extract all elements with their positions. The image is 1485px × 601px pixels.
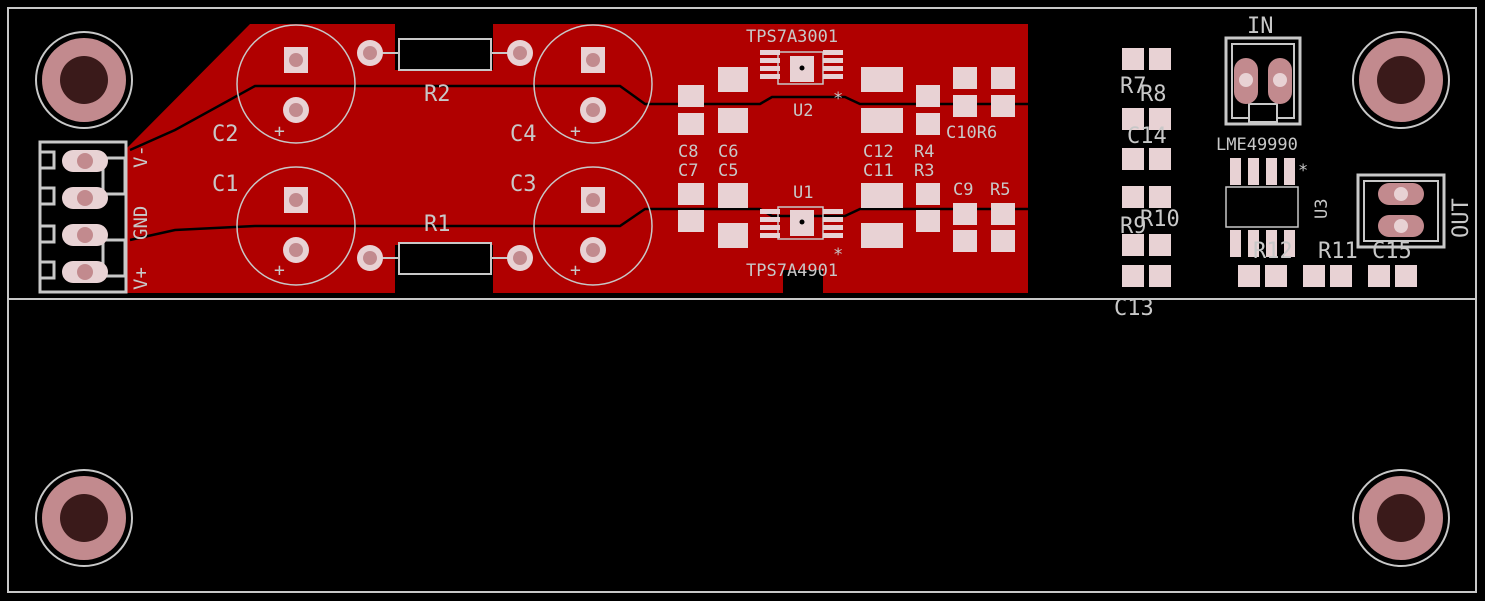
label-c14: C14 [1127, 124, 1167, 149]
label-u3: U3 [1312, 199, 1332, 219]
regulator-u1 [760, 206, 843, 240]
resistor-r1 [357, 242, 533, 275]
smd-pads [678, 48, 1417, 287]
through-hole-resistors [357, 38, 533, 275]
label-tps7a3001: TPS7A3001 [746, 27, 838, 47]
input-connector [1224, 36, 1302, 126]
mounting-hole-tr [1352, 31, 1450, 129]
plus-marker: + [274, 260, 285, 281]
label-c6: C6 [718, 142, 738, 162]
plus-marker: + [570, 121, 581, 142]
pin1-marker-u3: * [1298, 161, 1308, 181]
plus-marker: + [274, 121, 285, 142]
mounting-holes [35, 31, 1450, 567]
label-r12: R12 [1253, 239, 1293, 264]
label-c2: C2 [212, 122, 239, 147]
label-c5: C5 [718, 161, 738, 181]
power-connector: V- GND V+ [38, 140, 152, 294]
label-gnd: GND [130, 206, 152, 240]
label-in: IN [1247, 14, 1274, 39]
label-lme49990: LME49990 [1216, 135, 1298, 155]
label-c4: C4 [510, 122, 537, 147]
label-c8: C8 [678, 142, 698, 162]
component-labels: C2 C1 C4 C3 R2 R1 IN OUT C13 C14 R7 R8 R… [212, 14, 1474, 321]
label-u1: U1 [793, 183, 813, 203]
label-r4: R4 [914, 142, 934, 162]
label-c9: C9 [953, 180, 973, 200]
label-c1: C1 [212, 172, 239, 197]
smd-labels: TPS7A3001 U2 U1 TPS7A4901 C8 C6 C7 C5 C1… [678, 27, 1332, 281]
label-r3: R3 [914, 161, 934, 181]
label-u2: U2 [793, 101, 813, 121]
regulator-u2 [760, 50, 843, 85]
mounting-hole-br [1352, 469, 1450, 567]
label-out: OUT [1449, 198, 1474, 238]
pin1-marker-u1: * [833, 245, 843, 265]
label-r5: R5 [990, 180, 1010, 200]
cap-c1: + [236, 166, 356, 286]
copper-pour-center [493, 24, 1028, 293]
label-r8: R8 [1140, 82, 1167, 107]
mounting-hole-bl [35, 469, 133, 567]
cap-c2: + [236, 24, 356, 144]
label-c3: C3 [510, 172, 537, 197]
pin1-marker-u2: * [833, 89, 843, 109]
label-c10r6: C10R6 [946, 123, 997, 143]
plus-marker: + [570, 260, 581, 281]
label-r11: R11 [1318, 239, 1358, 264]
label-c13: C13 [1114, 296, 1154, 321]
label-c12: C12 [863, 142, 894, 162]
opamp-u3 [1225, 158, 1299, 257]
label-v-plus: V+ [130, 267, 152, 290]
mounting-hole-tl [35, 31, 133, 129]
label-tps7a4901: TPS7A4901 [746, 261, 838, 281]
electrolytic-capacitors: + + + + [236, 24, 653, 286]
label-r10: R10 [1140, 207, 1180, 232]
label-c15: C15 [1372, 239, 1412, 264]
label-r1: R1 [424, 212, 451, 237]
cap-c3: + [533, 166, 653, 286]
label-r2: R2 [424, 82, 451, 107]
cap-c4: + [533, 24, 653, 144]
label-r7: R7 [1120, 74, 1147, 99]
label-v-minus: V- [130, 145, 152, 168]
output-connector [1356, 173, 1446, 249]
label-c7: C7 [678, 161, 698, 181]
resistor-r2 [357, 38, 533, 71]
label-c11: C11 [863, 161, 894, 181]
label-r9: R9 [1120, 214, 1147, 239]
